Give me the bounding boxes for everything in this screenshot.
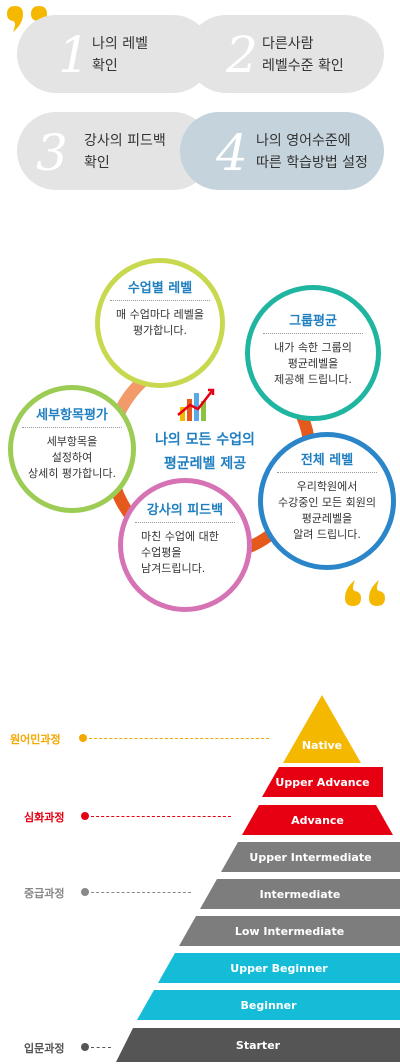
circle-instructor-feedback: 강사의 피드백 마친 수업에 대한 수업평을 남겨드립니다. (118, 478, 252, 612)
course-advanced-line (91, 816, 231, 817)
level-starter: Starter (116, 1028, 400, 1062)
circle-group-average-desc: 내가 속한 그룹의 평균레벨을 제공해 드립니다. (274, 341, 352, 386)
step-3 (17, 112, 212, 190)
step-3-line1: 강사의 피드백 (84, 133, 166, 149)
step-3-number: 3 (36, 124, 68, 182)
step-4-text: 나의 영어수준에 따른 학습방법 설정 (256, 130, 368, 174)
step-2-line1: 다른사람 (262, 36, 314, 52)
center-text: 나의 모든 수업의 평균레벨 제공 (140, 428, 270, 476)
course-advanced: 심화과정 (24, 811, 65, 824)
course-advanced-dot (81, 812, 89, 820)
step-2-text: 다른사람 레벨수준 확인 (262, 33, 344, 77)
step-4-line1: 나의 영어수준에 (256, 133, 351, 149)
circle-overall-level: 전체 레벨 우리학원에서 수강중인 모든 회원의 평균레벨을 알려 드립니다. (258, 432, 396, 570)
course-intermediate-dot (81, 888, 89, 896)
quote-close-icon (345, 580, 385, 606)
level-advance: Advance (242, 805, 393, 835)
circle-instructor-feedback-title: 강사의 피드백 (135, 499, 235, 523)
step-3-line2: 확인 (84, 155, 110, 171)
level-upper-beginner: Upper Beginner (158, 953, 400, 983)
center-line2: 평균레벨 제공 (163, 456, 247, 472)
circle-group-average-title: 그룹평균 (263, 310, 363, 334)
step-3-text: 강사의 피드백 확인 (84, 130, 166, 174)
level-upper-intermediate: Upper Intermediate (221, 842, 400, 872)
course-native-line (89, 738, 269, 739)
course-starter-line (91, 1047, 111, 1048)
step-2 (187, 15, 384, 93)
center-line1: 나의 모든 수업의 (155, 432, 255, 448)
step-4 (180, 112, 384, 190)
course-native: 원어민과정 (10, 733, 61, 746)
step-1-text: 나의 레벨 확인 (92, 33, 148, 77)
circle-class-level-title: 수업별 레벨 (110, 277, 210, 301)
level-intermediate: Intermediate (200, 879, 400, 909)
step-1 (17, 15, 212, 93)
level-low-intermediate: Low Intermediate (179, 916, 400, 946)
step-1-line1: 나의 레벨 (92, 36, 148, 52)
circle-group-average: 그룹평균 내가 속한 그룹의 평균레벨을 제공해 드립니다. (245, 285, 381, 421)
bar-chart-icon (177, 388, 215, 421)
step-1-number: 1 (58, 26, 90, 84)
course-starter-dot (81, 1043, 89, 1051)
circle-detail-evaluation: 세부항목평가 세부항목을 설정하여 상세히 평가합니다. (8, 385, 136, 513)
level-native-shape (283, 695, 361, 763)
circle-class-level-desc: 매 수업마다 레벨을 평가합니다. (116, 308, 204, 337)
step-4-number: 4 (216, 124, 248, 182)
course-intermediate: 중급과정 (24, 887, 65, 900)
step-4-line2: 따른 학습방법 설정 (256, 155, 368, 171)
circle-instructor-feedback-desc: 마친 수업에 대한 수업평을 남겨드립니다. (141, 530, 219, 575)
course-intermediate-line (91, 892, 191, 893)
level-beginner: Beginner (137, 990, 400, 1020)
circle-overall-level-title: 전체 레벨 (277, 449, 377, 473)
circle-detail-evaluation-title: 세부항목평가 (22, 404, 122, 428)
course-starter: 입문과정 (24, 1042, 65, 1055)
circle-overall-level-desc: 우리학원에서 수강중인 모든 회원의 평균레벨을 알려 드립니다. (277, 480, 377, 541)
step-2-line2: 레벨수준 확인 (262, 58, 344, 74)
step-1-line2: 확인 (92, 58, 118, 74)
course-native-dot (79, 734, 87, 742)
level-native: Native (301, 738, 343, 752)
circle-class-level: 수업별 레벨 매 수업마다 레벨을 평가합니다. (95, 258, 225, 388)
circle-detail-evaluation-desc: 세부항목을 설정하여 상세히 평가합니다. (28, 435, 116, 480)
level-upper-advance: Upper Advance (262, 767, 383, 797)
step-2-number: 2 (226, 26, 258, 84)
